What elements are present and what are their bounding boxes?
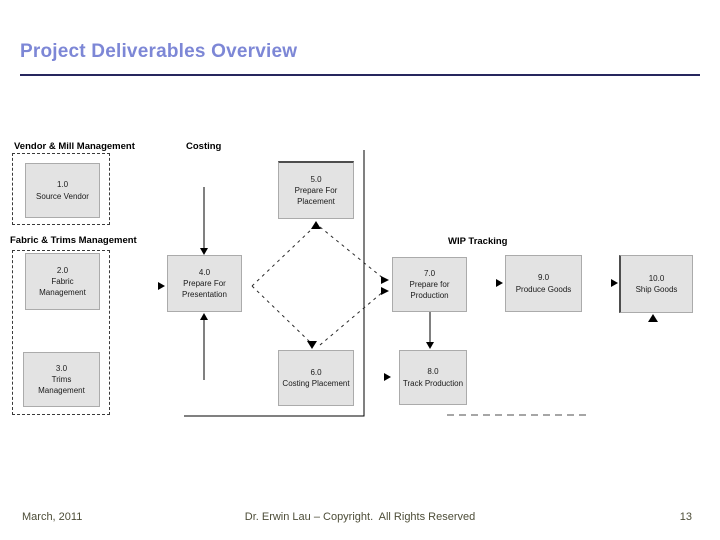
- diamond-edge-left-bottom: [251, 285, 313, 345]
- process-box-7-prepare-for-production: 7.0 Prepare for Production: [392, 257, 467, 312]
- arrowhead-into-box10-left: [611, 279, 618, 287]
- label-wip-tracking: WIP Tracking: [448, 236, 508, 247]
- process-box-8-track-production: 8.0 Track Production: [399, 350, 467, 405]
- footer-copyright: Dr. Erwin Lau – Copyright. All Rights Re…: [244, 511, 476, 523]
- arrowhead-up-into-box10-bottom: [648, 314, 658, 322]
- arrowhead-into-box4-left: [158, 282, 165, 290]
- arrowhead-down-into-box4-top: [200, 248, 208, 255]
- arrowhead-diamond-into-box5-bottom: [311, 221, 321, 229]
- arrowhead-down-into-box8-top: [426, 342, 434, 349]
- process-box-1-source-vendor: 1.0 Source Vendor: [25, 163, 100, 218]
- arrowhead-into-box8-left: [384, 373, 391, 381]
- process-box-9-produce-goods: 9.0 Produce Goods: [505, 255, 582, 312]
- arrowhead-diamond-into-box7-lower: [381, 287, 389, 295]
- region-fabric-trims: [12, 250, 110, 415]
- diamond-edge-left-top: [251, 226, 315, 287]
- diamond-edge-bottom-right: [319, 290, 385, 346]
- label-costing: Costing: [186, 141, 222, 152]
- footer-page-number: 13: [679, 511, 692, 523]
- process-box-3-trims-management: 3.0 Trims Management: [23, 352, 100, 407]
- arrowhead-diamond-into-box6-top: [307, 341, 317, 349]
- arrowhead-up-into-box4-bottom: [200, 313, 208, 320]
- arrowhead-into-box9-left: [496, 279, 503, 287]
- region-vendor-mill: [12, 153, 110, 225]
- page-title: Project Deliverables Overview: [20, 41, 298, 62]
- label-fabric-trims-management: Fabric & Trims Management: [10, 235, 137, 246]
- arrowhead-diamond-into-box7-upper: [381, 276, 389, 284]
- process-box-10-ship-goods: 10.0 Ship Goods: [619, 255, 693, 313]
- process-box-5-prepare-for-placement: 5.0 Prepare For Placement: [278, 161, 354, 219]
- process-box-4-prepare-for-presentation: 4.0 Prepare For Presentation: [167, 255, 242, 312]
- process-box-6-costing-placement: 6.0 Costing Placement: [278, 350, 354, 406]
- diamond-edge-top-right: [319, 226, 385, 280]
- process-box-2-fabric-management: 2.0 Fabric Management: [25, 253, 100, 310]
- footer-date: March, 2011: [22, 511, 83, 523]
- title-underline: [20, 74, 700, 76]
- label-vendor-mill-management: Vendor & Mill Management: [14, 141, 135, 152]
